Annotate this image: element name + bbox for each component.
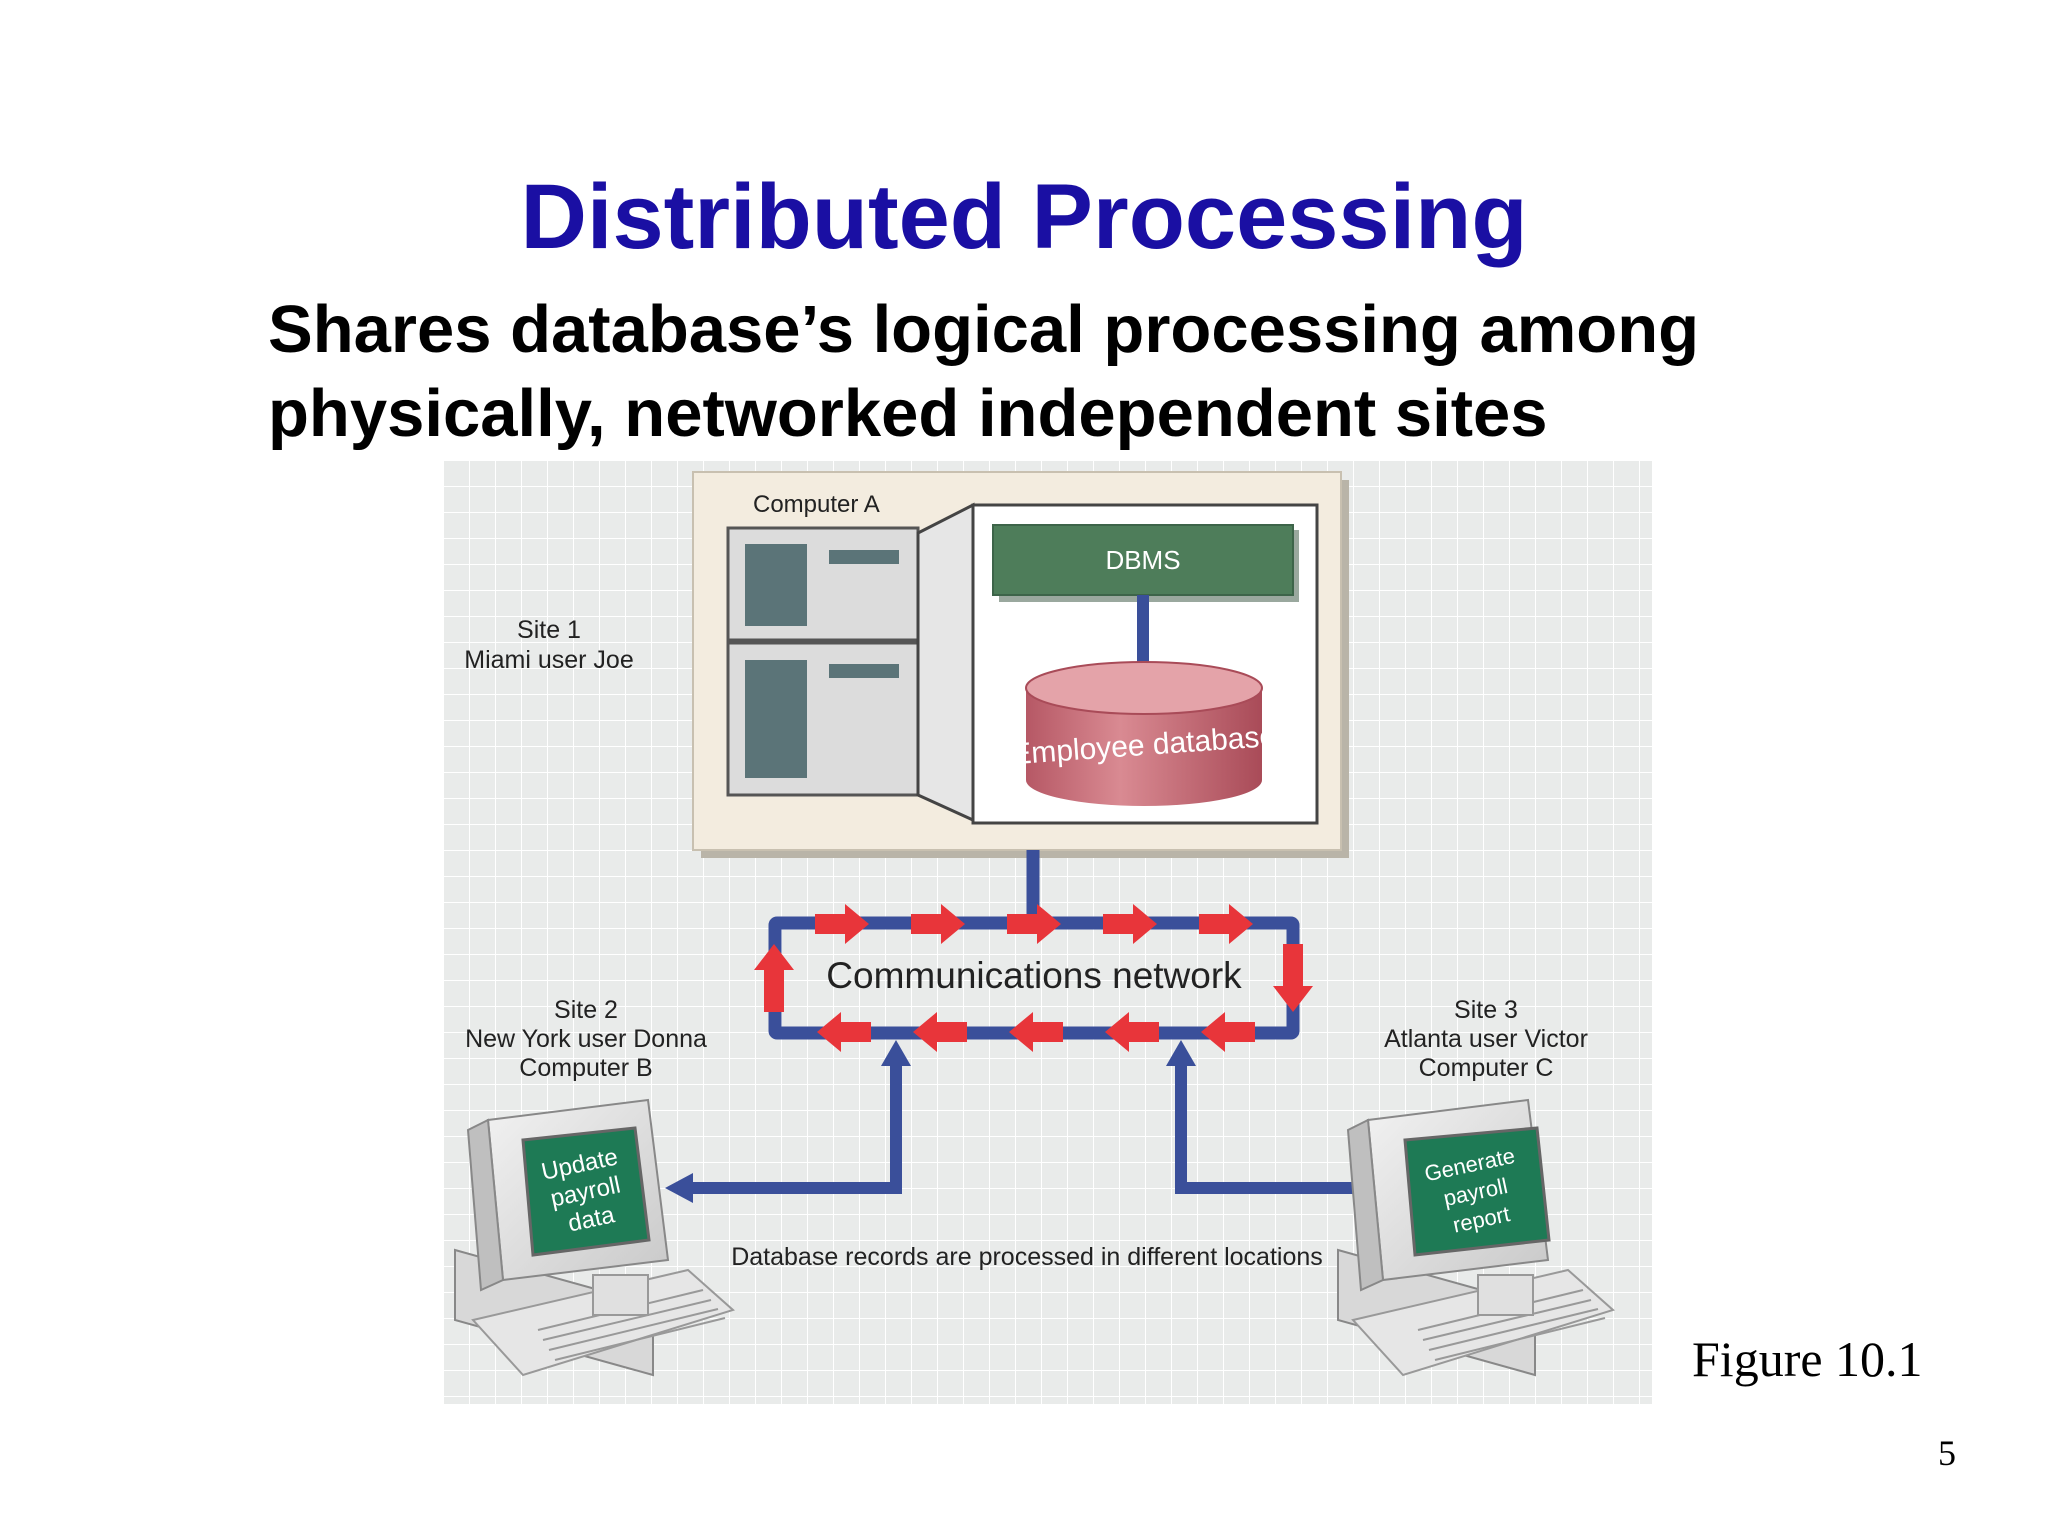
dbms-box <box>992 524 1299 602</box>
distributed-processing-diagram: Computer A DBMS Employee database Site 1… <box>443 460 1652 1404</box>
network-arrows-bottom <box>817 1012 1255 1052</box>
site3-user: Atlanta user Victor <box>1384 1025 1588 1053</box>
network-label: Communications network <box>826 955 1242 996</box>
site2-user: New York user Donna <box>465 1025 707 1053</box>
computer-b-arrowhead-left <box>665 1173 693 1203</box>
computer-b <box>454 1098 735 1377</box>
computer-c <box>1337 1098 1615 1377</box>
site2-computer: Computer B <box>519 1054 652 1082</box>
computer-c-arrowhead-up <box>1166 1040 1196 1066</box>
computer-a-label: Computer A <box>753 491 880 518</box>
site1-name: Site 1 <box>517 616 581 644</box>
figure-caption: Figure 10.1 <box>1692 1331 1923 1387</box>
network-arrow-right-down <box>1273 944 1313 1012</box>
site3-computer: Computer C <box>1419 1054 1554 1082</box>
site2-name: Site 2 <box>554 996 618 1024</box>
computer-b-arrowhead-up <box>881 1040 911 1066</box>
slide-subtitle: Shares database’s logical processing amo… <box>268 292 1700 451</box>
site1-user: Miami user Joe <box>464 646 634 674</box>
diagram-caption: Database records are processed in differ… <box>731 1243 1323 1271</box>
network-arrow-left-up <box>754 944 794 1012</box>
site3-name: Site 3 <box>1454 996 1518 1024</box>
computer-c-connector <box>1175 1060 1373 1194</box>
slide-title: Distributed Processing <box>520 166 1528 268</box>
computer-b-connector <box>688 1060 902 1194</box>
page-number: 5 <box>1938 1433 1956 1473</box>
employee-database-cylinder <box>1025 661 1263 806</box>
network-arrows-top <box>815 904 1253 944</box>
dbms-label: DBMS <box>1105 545 1180 575</box>
